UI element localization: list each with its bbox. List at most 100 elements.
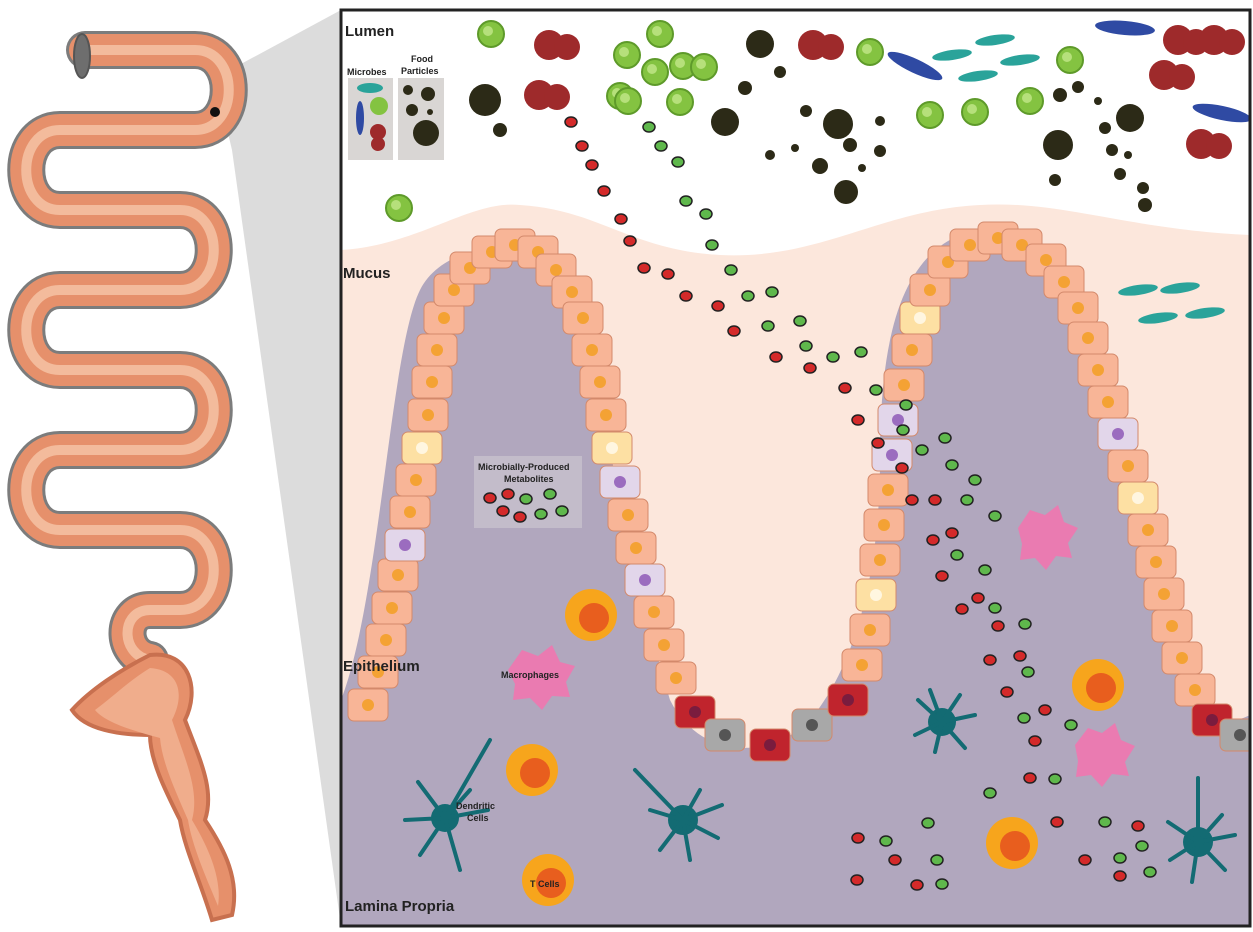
cell-nucleus	[1150, 556, 1162, 568]
cell-nucleus	[856, 659, 868, 671]
red-metabolite	[615, 214, 627, 224]
cell-nucleus	[882, 484, 894, 496]
red-metabolite-icon	[484, 493, 496, 503]
t-cell	[565, 589, 617, 641]
cell-nucleus	[842, 694, 854, 706]
cell-nucleus	[1092, 364, 1104, 376]
cell-nucleus	[639, 574, 651, 586]
red-microbe	[818, 34, 844, 60]
green-metabolite	[794, 316, 806, 326]
cell-nucleus	[892, 414, 904, 426]
cell-nucleus	[404, 506, 416, 518]
food-particle	[1116, 104, 1144, 132]
cell-nucleus	[426, 376, 438, 388]
green-metabolite	[870, 385, 882, 395]
cell-nucleus	[600, 409, 612, 421]
red-metabolite	[896, 463, 908, 473]
green-microbe-highlight	[696, 59, 706, 69]
red-metabolite	[872, 438, 884, 448]
food-particle	[874, 145, 886, 157]
red-metabolite	[770, 352, 782, 362]
blue-microbe-icon	[356, 101, 364, 135]
cell-nucleus	[1122, 460, 1134, 472]
food-particle	[765, 150, 775, 160]
green-metabolite	[680, 196, 692, 206]
green-metabolite	[1099, 817, 1111, 827]
cell-nucleus	[622, 509, 634, 521]
food-particles-legend	[398, 78, 444, 160]
green-metabolite	[1065, 720, 1077, 730]
red-metabolite	[576, 141, 588, 151]
red-metabolite	[565, 117, 577, 127]
cell-nucleus	[1132, 492, 1144, 504]
food-particle	[1114, 168, 1126, 180]
red-metabolite	[598, 186, 610, 196]
green-metabolite	[766, 287, 778, 297]
green-metabolite	[700, 209, 712, 219]
green-metabolite	[946, 460, 958, 470]
green-metabolite	[672, 157, 684, 167]
tube-opening	[74, 34, 90, 78]
cell-nucleus	[422, 409, 434, 421]
cell-nucleus	[906, 344, 918, 356]
food-particle	[1099, 122, 1111, 134]
green-metabolite	[1018, 713, 1030, 723]
green-metabolite	[1022, 667, 1034, 677]
food-particle	[1094, 97, 1102, 105]
green-metabolite	[916, 445, 928, 455]
red-metabolite	[1039, 705, 1051, 715]
cell-nucleus	[874, 554, 886, 566]
cell-nucleus	[864, 624, 876, 636]
dendritic-cells-label-line1: Dendritic	[456, 801, 495, 811]
red-metabolite	[1001, 687, 1013, 697]
food-particle	[1106, 144, 1118, 156]
green-metabolite	[951, 550, 963, 560]
food-particle-icon	[403, 85, 413, 95]
red-microbe	[1169, 64, 1195, 90]
green-metabolite	[989, 511, 1001, 521]
green-microbe-highlight	[862, 44, 872, 54]
green-metabolite	[961, 495, 973, 505]
cell-nucleus	[416, 442, 428, 454]
red-microbe	[544, 84, 570, 110]
cell-nucleus	[1166, 620, 1178, 632]
cell-nucleus	[431, 344, 443, 356]
green-microbe-highlight	[391, 200, 401, 210]
food-particle	[812, 158, 828, 174]
metabolites-label-line1: Microbially-Produced	[478, 462, 570, 472]
food-particles-label-line1: Food	[411, 54, 433, 64]
epithelium-label: Epithelium	[343, 658, 420, 675]
t-cell	[1072, 659, 1124, 711]
red-metabolite	[1051, 817, 1063, 827]
food-particle	[1043, 130, 1073, 160]
red-metabolite	[1114, 871, 1126, 881]
green-metabolite	[880, 836, 892, 846]
red-microbe	[1219, 29, 1245, 55]
cell-nucleus	[566, 286, 578, 298]
cell-nucleus	[670, 672, 682, 684]
lamina-propria-label: Lamina Propria	[345, 898, 455, 915]
green-metabolite	[936, 879, 948, 889]
cell-nucleus	[392, 569, 404, 581]
red-metabolite	[929, 495, 941, 505]
red-metabolite	[851, 875, 863, 885]
green-metabolite	[900, 400, 912, 410]
metabolites-label-line2: Metabolites	[504, 474, 554, 484]
red-metabolite	[911, 880, 923, 890]
microbes-legend-label: Microbes	[347, 67, 387, 77]
red-metabolite	[624, 236, 636, 246]
dendritic-cells-label-line2: Cells	[467, 813, 489, 823]
cell-nucleus	[586, 344, 598, 356]
food-particle	[875, 116, 885, 126]
cell-nucleus	[594, 376, 606, 388]
food-particle	[469, 84, 501, 116]
green-metabolite	[969, 475, 981, 485]
food-particle	[493, 123, 507, 137]
cell-nucleus	[1234, 729, 1246, 741]
cell-nucleus	[658, 639, 670, 651]
cell-nucleus	[1102, 396, 1114, 408]
red-metabolite	[839, 383, 851, 393]
red-metabolite	[936, 571, 948, 581]
red-metabolite	[1132, 821, 1144, 831]
green-microbe-highlight	[675, 58, 685, 68]
